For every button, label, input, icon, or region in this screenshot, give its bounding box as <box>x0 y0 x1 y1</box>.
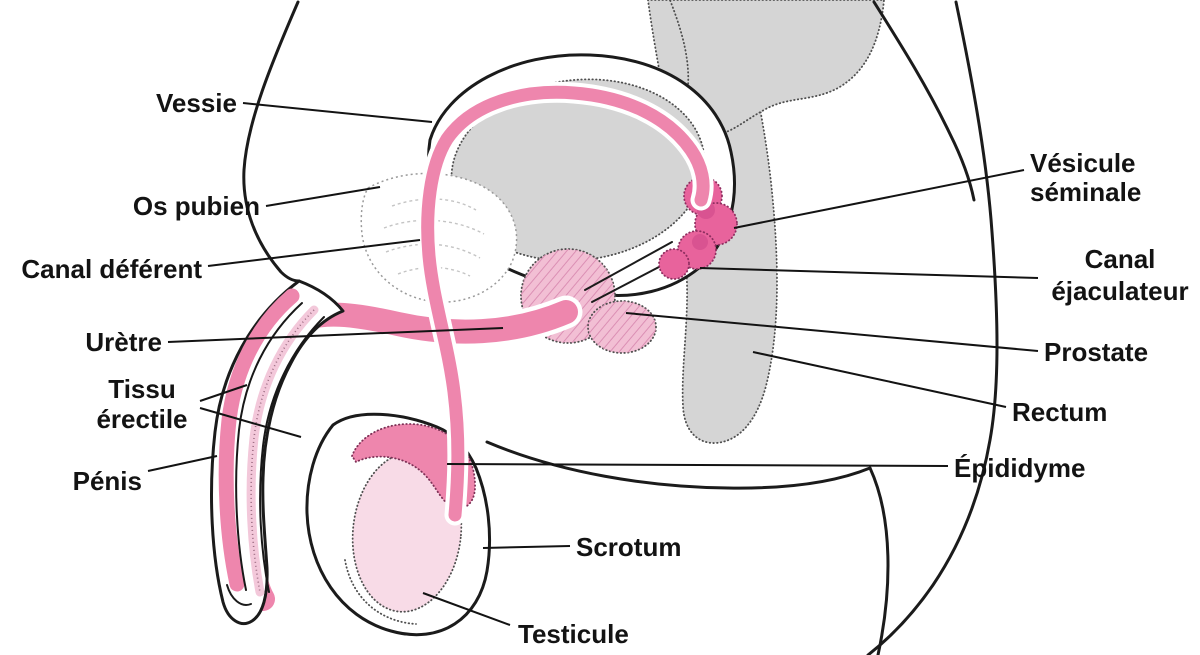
pointer-line <box>482 545 571 549</box>
pointer-line <box>422 592 511 626</box>
label-scrotum: Scrotum <box>482 532 681 562</box>
pointer-line <box>242 102 433 123</box>
label-text: Urètre <box>85 327 162 357</box>
label-text: Prostate <box>1044 337 1148 367</box>
pointer-line <box>752 351 1007 408</box>
label-text: Canal déférent <box>21 254 202 284</box>
label-tissu-erectile: Tissu érectile <box>96 374 302 438</box>
label-text: éjaculateur <box>1051 276 1188 306</box>
label-text: Vessie <box>156 88 237 118</box>
scrotum-shading <box>344 559 417 625</box>
vas-deferens-tube <box>421 85 710 522</box>
label-rectum: Rectum <box>752 351 1107 427</box>
septum-line-2 <box>259 316 325 593</box>
label-text: Scrotum <box>576 532 681 562</box>
pointer-line <box>207 239 421 267</box>
corpus-cavernosum-strip <box>218 288 300 592</box>
label-text: Pénis <box>73 466 142 496</box>
labels-layer: Vessie Os pubien Canal déférent Urètre T… <box>21 88 1188 649</box>
label-vessie: Vessie <box>156 88 433 123</box>
pointer-line <box>625 312 1039 352</box>
label-text: Testicule <box>518 619 629 649</box>
sacrum-line <box>872 0 976 202</box>
label-os-pubien: Os pubien <box>133 186 381 221</box>
label-vesicule-seminale: Vésicule séminale <box>733 148 1141 229</box>
pointer-line <box>699 267 1039 279</box>
label-text: Canal <box>1085 244 1156 274</box>
pointer-line <box>733 169 1025 229</box>
prostate-lobe-hatch <box>588 301 656 353</box>
label-text: Rectum <box>1012 397 1107 427</box>
pubic-bone-texture <box>397 266 471 277</box>
label-canal-ejaculateur: Canal éjaculateur <box>699 244 1189 306</box>
glans-fold-line <box>226 584 252 606</box>
label-canal-deferent: Canal déférent <box>21 239 421 284</box>
label-text: Vésicule <box>1030 148 1136 178</box>
epididymis-shape <box>350 423 476 510</box>
thigh-line <box>868 466 890 655</box>
label-prostate: Prostate <box>625 312 1148 367</box>
septum-line-1 <box>235 302 303 591</box>
label-text: érectile <box>96 404 187 434</box>
abdomen-line <box>242 0 301 283</box>
label-text: séminale <box>1030 177 1141 207</box>
label-text: Tissu <box>108 374 175 404</box>
label-penis: Pénis <box>73 455 218 496</box>
bowel-shape <box>669 0 885 135</box>
ejaculatory-duct-line <box>584 241 673 291</box>
label-uretre: Urètre <box>85 327 504 357</box>
pointer-line <box>446 463 949 467</box>
urethra-lumen-line <box>250 309 315 593</box>
label-testicule: Testicule <box>422 592 629 649</box>
label-text: Épididyme <box>954 453 1085 483</box>
pointer-line <box>265 186 381 207</box>
pubic-bone-texture <box>383 219 485 235</box>
pointer-line <box>167 327 504 343</box>
label-text: Os pubien <box>133 191 260 221</box>
pointer-line <box>199 384 248 402</box>
pointer-line <box>199 407 302 438</box>
label-epididyme: Épididyme <box>446 453 1085 483</box>
pubic-bone-shape <box>360 172 518 303</box>
pointer-line <box>147 455 218 472</box>
